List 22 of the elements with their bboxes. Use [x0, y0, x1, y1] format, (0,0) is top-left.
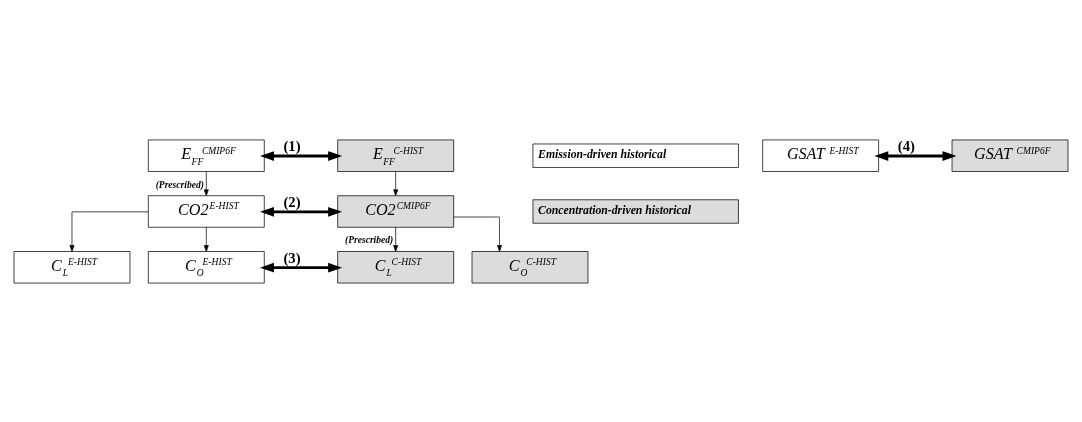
edge-label: (4) — [897, 137, 915, 154]
arrow — [453, 216, 502, 252]
arrow — [259, 150, 343, 161]
edge-label: (1) — [283, 137, 301, 154]
edge-label: (3) — [283, 249, 301, 266]
arrow — [259, 262, 343, 273]
node-box: CO2$^{E-HIST}$ — [147, 194, 265, 228]
edge-label: (2) — [283, 193, 301, 210]
arrow — [393, 170, 399, 196]
edge-label: (Prescribed) — [345, 233, 394, 245]
legend-label: Emission-driven historical — [538, 147, 667, 161]
arrow — [259, 206, 343, 217]
node-box: CO2$^{CMIP6F}$ — [337, 194, 455, 228]
arrow — [874, 150, 957, 161]
node-box: GSAT $^{E-HIST}$ — [762, 139, 879, 172]
node-box: GSAT $^{CMIP6F}$ — [951, 139, 1069, 172]
legend-label: Concentration-driven historical — [538, 203, 691, 217]
arrow — [393, 226, 399, 252]
arrow — [69, 211, 149, 252]
arrow — [203, 226, 209, 252]
edge-label: (Prescribed) — [155, 178, 204, 190]
arrow — [203, 170, 209, 196]
